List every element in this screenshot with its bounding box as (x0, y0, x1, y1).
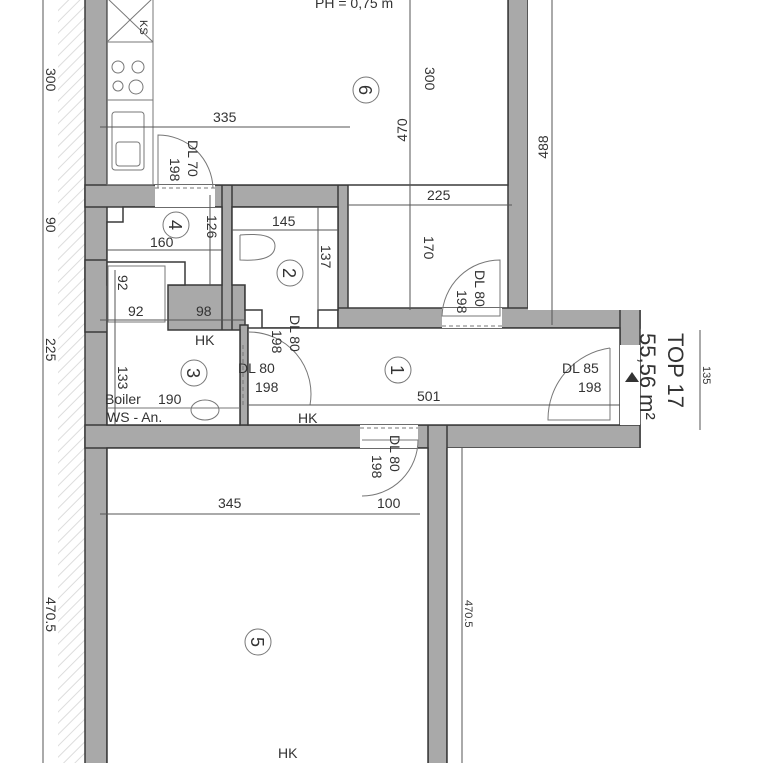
dim-label: 92 (115, 275, 131, 291)
ks-label: KS (137, 20, 149, 35)
kitchen-counter (106, 0, 276, 421)
labels: PH = 0,75 m KS 6 4 2 3 1 5 HK HK HK Boil… (43, 0, 712, 761)
dim-label: 135 (700, 366, 712, 384)
entrance-arrow-icon (625, 372, 639, 382)
ws-label: WS - An. (107, 409, 162, 425)
dim-label: 225 (43, 338, 59, 362)
dim-label: 470.5 (43, 597, 59, 632)
door-height: 198 (578, 379, 602, 395)
dim-label: 470.5 (462, 600, 474, 628)
room-number-2: 2 (279, 268, 299, 278)
rooms (106, 0, 763, 763)
dim-label: 225 (427, 187, 451, 203)
doors (155, 134, 640, 497)
dim-label: 470 (394, 118, 410, 142)
room-3 (106, 261, 241, 426)
room-number-4: 4 (165, 220, 185, 230)
door-height: 198 (255, 379, 279, 395)
hk-label: HK (278, 745, 298, 761)
dim-label: 126 (204, 215, 220, 239)
dim-label: 145 (272, 213, 296, 229)
door-label: DL 80 (387, 435, 403, 472)
dim-label: 300 (422, 67, 438, 91)
dim-label: 100 (377, 495, 401, 511)
door-height: 198 (369, 455, 385, 479)
door-height: 198 (454, 290, 470, 314)
dim-label: 501 (417, 388, 441, 404)
outside-area-2 (447, 448, 763, 763)
room6-note: PH = 0,75 m (315, 0, 393, 11)
dim-label: 300 (43, 68, 59, 92)
dim-label: 190 (158, 391, 182, 407)
dim-label: 170 (421, 236, 437, 260)
room-1-corridor (247, 327, 621, 426)
dim-label: 90 (43, 217, 59, 233)
dim-label: 92 (128, 303, 144, 319)
door-label: DL 80 (472, 270, 488, 307)
door-height: 198 (269, 330, 285, 354)
dim-label: 98 (196, 303, 212, 319)
dim-label: 345 (218, 495, 242, 511)
dim-label: 335 (213, 109, 237, 125)
room-5 (106, 447, 429, 763)
door-height: 198 (167, 158, 183, 182)
door-label: DL 70 (185, 140, 201, 177)
exterior-hatch (58, 0, 85, 763)
room-number-5: 5 (247, 637, 267, 647)
unit-area: 55,56 m² (635, 333, 660, 420)
door-label: DL 80 (287, 315, 303, 352)
dim-label: 488 (535, 135, 551, 159)
dim-label: 160 (150, 234, 174, 250)
boiler-label: Boiler (105, 391, 141, 407)
unit-label: TOP 17 (663, 333, 688, 408)
dim-label: 133 (115, 366, 131, 390)
door-label: DL 80 (238, 360, 275, 376)
room-number-3: 3 (183, 368, 203, 378)
dim-label: 137 (318, 245, 334, 269)
room-numbers: 6 4 2 3 1 5 (162, 76, 412, 656)
room-number-1: 1 (387, 365, 407, 375)
hk-label: HK (298, 410, 318, 426)
door-label: DL 85 (562, 360, 599, 376)
outside-area (528, 0, 763, 310)
room-number-6: 6 (355, 85, 375, 95)
dimension-lines (42, 0, 701, 763)
room-6 (106, 0, 509, 186)
hk-label: HK (195, 332, 215, 348)
